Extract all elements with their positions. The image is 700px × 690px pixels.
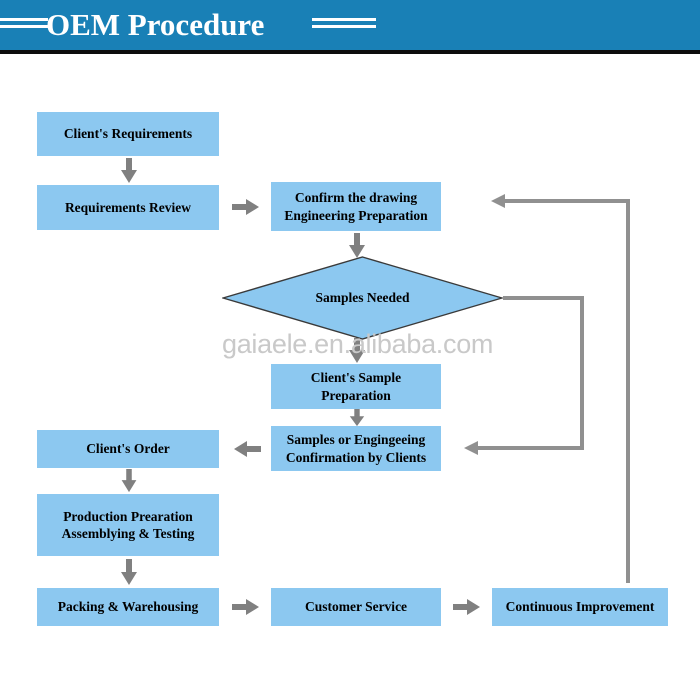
arrow-down-clients-sample-preparation (349, 338, 365, 363)
node-confirm-drawing[interactable]: Confirm the drawing Engineering Preparat… (271, 182, 441, 231)
page-title: OEM Procedure (46, 7, 265, 42)
watermark-text: gaiaele.en.alibaba.com (222, 329, 494, 359)
node-label: Requirements Review (64, 199, 192, 215)
arrow-right-customer-service (232, 599, 259, 615)
node-continuous-improvement[interactable]: Continuous Improvement (492, 588, 668, 626)
node-label: Production Prearation Assemblying & Test… (61, 508, 195, 541)
arrow-down-samples-confirmation (349, 409, 365, 427)
node-packing-warehousing[interactable]: Packing & Warehousing (37, 588, 219, 626)
node-label: Samples Needed (315, 290, 410, 305)
header-underline (0, 50, 700, 54)
arrow-down-samples-needed (349, 233, 365, 258)
header-banner: OEM Procedure (0, 0, 700, 50)
node-label: Samples or Engingeeing Confirmation by C… (285, 432, 427, 465)
node-requirements-review[interactable]: Requirements Review (37, 185, 219, 230)
arrow-down-packing-warehousing (121, 559, 137, 585)
node-label: Packing & Warehousing (57, 599, 199, 615)
node-label: Continuous Improvement (505, 599, 655, 615)
arrow-right-continuous-improvement (453, 599, 480, 615)
node-label: Client's Requirements (63, 126, 193, 142)
node-clients-requirements[interactable]: Client's Requirements (37, 112, 219, 156)
arrow-left-clients-order (234, 441, 261, 457)
node-customer-service[interactable]: Customer Service (271, 588, 441, 626)
node-clients-order[interactable]: Client's Order (37, 430, 219, 468)
arrow-down-production-preparation (121, 469, 137, 493)
node-label: Client's Sample Preparation (310, 370, 402, 403)
header-rule-left (0, 18, 48, 32)
node-label: Confirm the drawing Engineering Preparat… (284, 190, 428, 223)
arrow-down-requirements (121, 158, 137, 183)
node-samples-confirmation[interactable]: Samples or Engingeeing Confirmation by C… (271, 426, 441, 471)
node-samples-needed[interactable]: Samples Needed (222, 256, 503, 340)
node-clients-sample-preparation[interactable]: Client's Sample Preparation (271, 364, 441, 409)
arrow-right-confirm-drawing (232, 199, 259, 215)
header-rule-right (312, 18, 376, 32)
node-production-preparation[interactable]: Production Prearation Assemblying & Test… (37, 494, 219, 556)
node-label: Client's Order (86, 441, 170, 457)
node-label: Customer Service (304, 599, 408, 615)
